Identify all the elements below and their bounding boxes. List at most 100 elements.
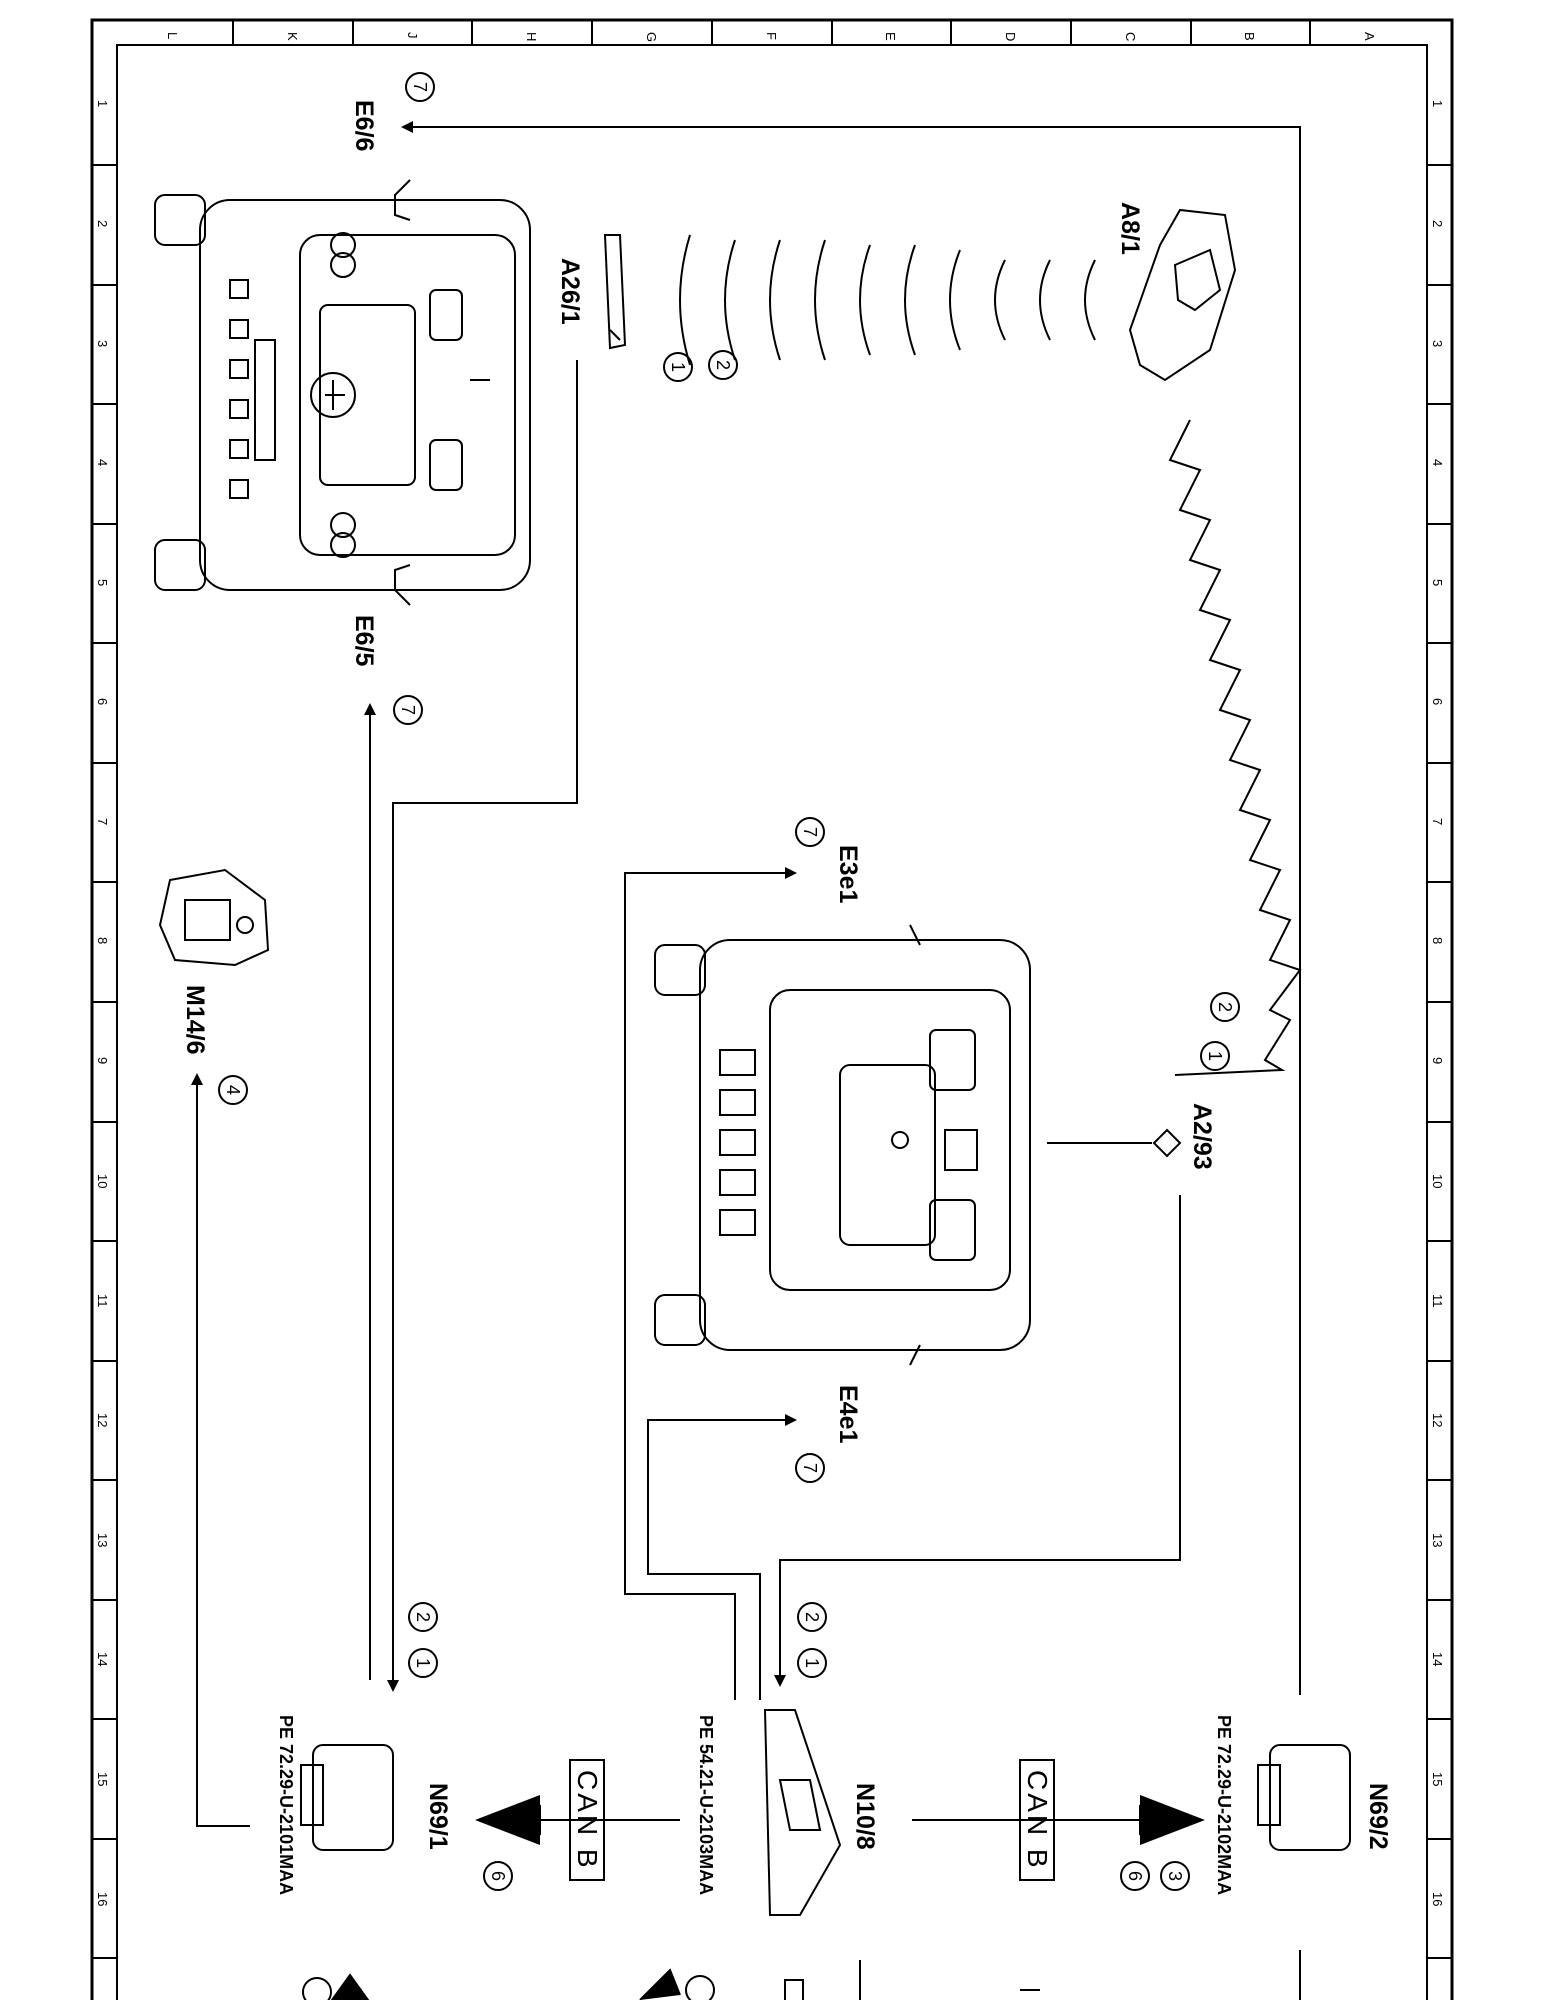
svg-text:7: 7 (398, 705, 418, 715)
can-bus-right: CAN B 6 3 (912, 1759, 1205, 1891)
grid-row-5-right: 5 (1430, 579, 1445, 586)
component-e4e1: E4e1 (834, 1385, 862, 1443)
module-n69-1 (300, 1744, 394, 1851)
component-a8-1: A8/1 (1116, 202, 1144, 255)
grid-row-4-left: 4 (95, 459, 110, 466)
grid-row-9-left: 9 (95, 1057, 110, 1064)
svg-text:1: 1 (802, 1658, 822, 1668)
door-handle-a26-1 (603, 234, 627, 350)
grid-row-7-left: 7 (95, 818, 110, 825)
a2-93-steps: 2 1 (1200, 992, 1240, 1071)
step-marker-7-e6-6-label: 7 (410, 82, 430, 92)
svg-text:7: 7 (800, 827, 820, 837)
component-e6-5: E6/5 (350, 615, 378, 667)
inner-frame (116, 44, 1428, 2000)
grid-rows (92, 164, 1452, 1959)
wire-a26-to-n69-1 (387, 360, 578, 1692)
grid-row-6-right: 6 (1430, 698, 1445, 705)
grid-row-2-right: 2 (1430, 220, 1445, 227)
grid-row-8-left: 8 (95, 937, 110, 944)
radio-signal-zigzag (1168, 419, 1302, 1076)
grid-col-C: C (1123, 32, 1138, 41)
module-n10-8 (763, 1709, 842, 1916)
component-n10-8: N10/8 (851, 1783, 879, 1850)
svg-text:3: 3 (1165, 1871, 1185, 1881)
svg-text:7: 7 (800, 1463, 820, 1473)
grid-col-A: A (1362, 32, 1377, 41)
svg-text:1: 1 (1205, 1051, 1225, 1061)
grid-col-H: H (524, 32, 539, 41)
grid-row-labels: 1 2 3 4 5 6 7 8 9 10 11 12 13 14 15 16 1… (95, 100, 1445, 1906)
n69-1-steps: 2 1 (408, 1602, 438, 1678)
wire-a2-93-to-n10-8 (774, 1195, 1181, 1687)
grid-row-8-right: 8 (1430, 937, 1445, 944)
reference-n69-1: PE 72.29-U-2101MAA (276, 1715, 296, 1895)
can-bus-left: CAN B 6 (475, 1759, 680, 1891)
a26-1-steps: 2 1 (663, 350, 738, 382)
svg-text:6: 6 (1125, 1871, 1145, 1881)
grid-column-labels: L K J H G F E D C B A (165, 32, 1377, 42)
key-fob-a8-1 (1128, 208, 1237, 382)
bottom-edge-partials (302, 1950, 1301, 2000)
vehicle-top-illustration (154, 179, 531, 606)
grid-col-L: L (165, 32, 180, 39)
grid-row-15-right: 15 (1430, 1772, 1445, 1786)
grid-col-G: G (644, 32, 659, 42)
wire-a81-to-e66 (401, 121, 1301, 1695)
grid-row-14-right: 14 (1430, 1652, 1445, 1666)
wire-n10-8-to-e4e1 (647, 1414, 797, 1700)
n10-8-steps: 2 1 (797, 1602, 827, 1678)
component-n69-2: N69/2 (1364, 1783, 1392, 1850)
component-e6-6: E6/6 (350, 100, 378, 151)
grid-row-3-left: 3 (95, 340, 110, 347)
grid-col-F: F (764, 32, 779, 40)
grid-row-11-right: 11 (1430, 1294, 1445, 1308)
grid-col-E: E (883, 32, 898, 41)
component-e3e1: E3e1 (834, 845, 862, 903)
grid-row-14-left: 14 (95, 1652, 110, 1666)
grid-col-K: K (285, 32, 300, 41)
grid-row-3-right: 3 (1430, 340, 1445, 347)
grid-row-11-left: 11 (95, 1294, 110, 1308)
wire-n10-8-to-e3e1 (624, 867, 797, 1700)
component-a26-1: A26/1 (556, 258, 584, 325)
grid-row-16-right: 16 (1430, 1892, 1445, 1906)
component-n69-1: N69/1 (424, 1783, 452, 1850)
actuator-m14-6 (158, 868, 270, 967)
module-n69-2 (1257, 1744, 1351, 1851)
vehicle-center-illustration (654, 924, 1031, 1366)
m14-6-step: 4 (218, 1075, 248, 1105)
component-m14-6: M14/6 (181, 985, 209, 1054)
grid-columns (232, 20, 1311, 45)
grid-row-13-right: 13 (1430, 1533, 1445, 1547)
grid-row-16-left: 16 (95, 1892, 110, 1906)
grid-row-15-left: 15 (95, 1772, 110, 1786)
svg-text:6: 6 (488, 1871, 508, 1881)
grid-row-2-left: 2 (95, 220, 110, 227)
outer-frame (90, 18, 1454, 2000)
svg-text:4: 4 (223, 1085, 243, 1095)
e6-6-group: 7 E6/6 (350, 72, 435, 151)
grid-row-1-left: 1 (95, 100, 110, 107)
grid-col-D: D (1003, 32, 1018, 41)
grid-row-1-right: 1 (1430, 100, 1445, 107)
wire-n69-1-to-m14-6 (191, 1073, 250, 1827)
grid-row-4-right: 4 (1430, 459, 1445, 466)
e4e1-group: E4e1 7 (795, 1385, 862, 1483)
grid-row-12-left: 12 (95, 1413, 110, 1427)
grid-col-J: J (405, 32, 420, 39)
grid-row-9-right: 9 (1430, 1057, 1445, 1064)
grid-row-5-left: 5 (95, 579, 110, 586)
e6-5-group: E6/5 7 (350, 615, 423, 725)
svg-text:2: 2 (413, 1612, 433, 1622)
radio-waves (679, 234, 1096, 366)
svg-text:2: 2 (1215, 1002, 1235, 1012)
svg-text:2: 2 (802, 1612, 822, 1622)
grid-row-10-right: 10 (1430, 1174, 1445, 1188)
e3e1-group: 7 E3e1 (795, 817, 862, 903)
grid-row-10-left: 10 (95, 1174, 110, 1188)
grid-row-7-right: 7 (1430, 818, 1445, 825)
reference-n69-2: PE 72.29-U-2102MAA (1214, 1715, 1234, 1895)
antenna-a2-93 (1047, 1128, 1182, 1158)
